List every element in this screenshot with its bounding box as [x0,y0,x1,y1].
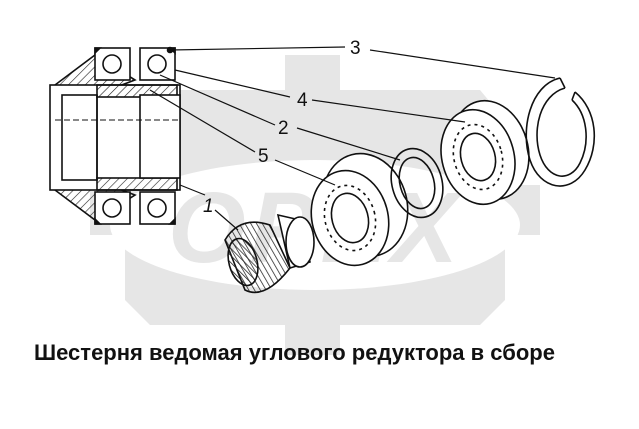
callout-3: 3 [350,38,361,59]
callout-4: 4 [297,90,308,111]
callout-2: 2 [278,118,289,139]
gear-hub-section [49,46,181,225]
bearing-part-5 [310,152,409,267]
callout-1: 1 [203,196,214,217]
callout-5: 5 [258,146,269,167]
retaining-ring-part-3 [525,77,596,187]
leader-lines [149,46,556,231]
bearing-part-4 [440,99,530,206]
diagram-caption: Шестерня ведомая углового редуктора в сб… [34,340,555,365]
bevel-gear-part-1 [224,213,315,294]
spacer-ring-part-2 [390,147,444,219]
